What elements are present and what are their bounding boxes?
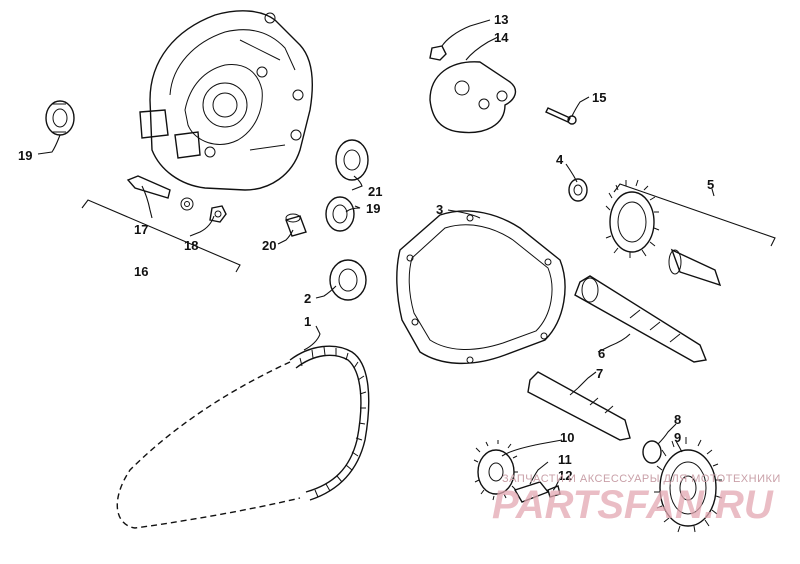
plate-assembly-14 [429, 45, 517, 134]
callout-3: 3 [436, 202, 443, 217]
callouts: 1 2 3 4 5 6 7 8 9 10 11 12 13 14 15 16 1… [18, 12, 714, 483]
sprocket-assembly-10 [473, 440, 561, 503]
callout-9: 9 [674, 430, 681, 445]
bearing-2 [329, 259, 367, 301]
bearing-19-center [325, 196, 355, 232]
callout-1: 1 [304, 314, 311, 329]
callout-4: 4 [556, 152, 564, 167]
callout-17: 17 [134, 222, 148, 237]
bolt-assembly-16 [126, 175, 227, 223]
bushing-20 [285, 213, 307, 237]
callout-2: 2 [304, 291, 311, 306]
callout-19-left: 19 [18, 148, 32, 163]
callout-21: 21 [368, 184, 382, 199]
callout-12: 12 [558, 468, 572, 483]
callout-13: 13 [494, 12, 508, 27]
gasket-3 [396, 210, 566, 365]
washer-4 [568, 178, 588, 202]
screw-15 [545, 107, 577, 125]
shaft-6 [574, 275, 707, 363]
callout-14: 14 [494, 30, 509, 45]
bearing-21 [335, 139, 369, 181]
callout-5: 5 [707, 177, 714, 192]
shaft-7 [527, 371, 631, 441]
group-bracket-5 [613, 183, 776, 247]
chain-1 [116, 345, 370, 529]
ring-8 [642, 440, 662, 464]
bearing-19-left [45, 100, 75, 136]
watermark: ЗАПЧАСТИ И АКСЕССУАРЫ ДЛЯ МОТОТЕХНИКИ PA… [492, 473, 781, 527]
callout-7: 7 [596, 366, 603, 381]
callout-20: 20 [262, 238, 276, 253]
group-bracket-16 [81, 199, 241, 273]
callout-8: 8 [674, 412, 681, 427]
callout-11: 11 [558, 452, 572, 467]
callout-18: 18 [184, 238, 198, 253]
callout-15: 15 [592, 90, 606, 105]
callout-19-center: 19 [366, 201, 380, 216]
case-housing [139, 10, 313, 191]
callout-6: 6 [598, 346, 605, 361]
watermark-brand: PARTSFAN.RU [492, 483, 774, 527]
callout-16: 16 [134, 264, 148, 279]
watermark-subtitle: ЗАПЧАСТИ И АКСЕССУАРЫ ДЛЯ МОТОТЕХНИКИ [502, 473, 781, 485]
callout-10: 10 [560, 430, 574, 445]
leader-lines [37, 19, 715, 491]
gear-shaft-5 [605, 179, 722, 287]
gear-9 [654, 437, 723, 533]
